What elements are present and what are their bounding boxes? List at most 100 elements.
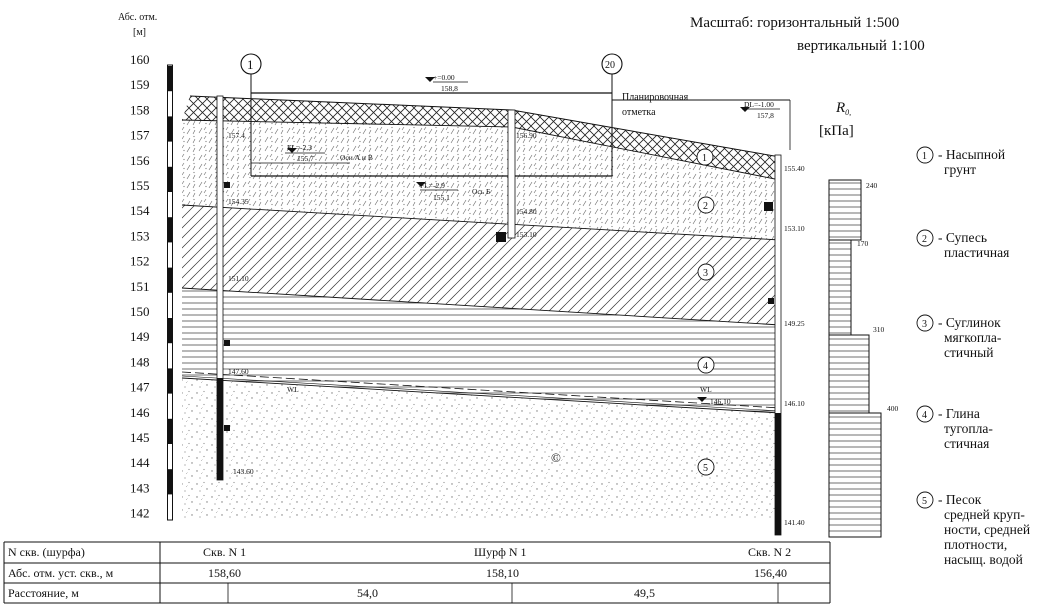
legend-text: - Супесь bbox=[938, 230, 987, 245]
layer-1-fill bbox=[182, 96, 780, 180]
axis-tick-label: 147 bbox=[130, 380, 150, 395]
r0-value-3: 310 bbox=[873, 325, 885, 334]
svg-text:153.10: 153.10 bbox=[516, 230, 537, 239]
legend-text: насыщ. водой bbox=[944, 552, 1023, 567]
svg-text:54,0: 54,0 bbox=[357, 586, 378, 600]
legend-marker bbox=[916, 405, 934, 423]
axis-tick-label: 156 bbox=[130, 153, 150, 168]
svg-text:158,60: 158,60 bbox=[208, 566, 241, 580]
scale-segment bbox=[167, 217, 173, 243]
legend-text: грунт bbox=[944, 162, 976, 177]
svg-text:143.60: 143.60 bbox=[233, 467, 254, 476]
scale-segment bbox=[167, 267, 173, 293]
scale-segment bbox=[167, 116, 173, 142]
copyright-sign-icon: © bbox=[551, 450, 561, 465]
layer-markers: 1 2 3 4 5 bbox=[696, 148, 715, 476]
zero-mark-top: +=0.00 bbox=[433, 73, 455, 82]
borehole-labels: 157.4 154.35 151.10 147.60 143.60 156.90… bbox=[228, 131, 805, 527]
layer-3-loam bbox=[182, 205, 780, 325]
legend-marker bbox=[916, 229, 934, 247]
svg-text:158,10: 158,10 bbox=[486, 566, 519, 580]
svg-text:Шурф N 1: Шурф N 1 bbox=[474, 545, 527, 559]
axis-tick-label: 146 bbox=[130, 405, 150, 420]
axis-title-line2: [м] bbox=[133, 27, 146, 38]
legend-number: 4 bbox=[922, 410, 927, 421]
r0-value-4: 400 bbox=[887, 404, 899, 413]
scale-segment bbox=[167, 166, 173, 192]
scale-segment bbox=[167, 66, 173, 92]
legend-number: 1 bbox=[922, 151, 927, 162]
r0-column bbox=[828, 179, 882, 538]
fl1-bottom: 155,7 bbox=[297, 154, 314, 163]
legend-marker bbox=[916, 314, 934, 332]
axis-tick-label: 144 bbox=[130, 455, 150, 470]
scale-segment bbox=[167, 469, 173, 495]
scale-segment bbox=[167, 368, 173, 394]
legend-text: стичная bbox=[944, 436, 989, 451]
legend-text: пластичная bbox=[944, 245, 1009, 260]
svg-text:1: 1 bbox=[702, 153, 707, 164]
svg-text:153.10: 153.10 bbox=[784, 224, 805, 233]
svg-text:3: 3 bbox=[703, 268, 708, 279]
svg-text:N скв. (шурфа): N скв. (шурфа) bbox=[8, 545, 85, 559]
scale-horizontal: Масштаб: горизонтальный 1:500 bbox=[690, 15, 899, 31]
legend-number: 3 bbox=[922, 319, 927, 330]
svg-text:4: 4 bbox=[703, 361, 708, 372]
svg-text:Скв. N 1: Скв. N 1 bbox=[203, 545, 246, 559]
svg-text:Абс. отм. уст. скв., м: Абс. отм. уст. скв., м bbox=[8, 566, 114, 580]
axis-tick-label: 151 bbox=[130, 279, 150, 294]
axis-tick-label: 154 bbox=[130, 203, 150, 218]
zero-mark-bottom: 158,8 bbox=[441, 84, 458, 93]
legend-number: 5 bbox=[922, 496, 927, 507]
axis-tick-label: 157 bbox=[130, 128, 150, 143]
fl1-note: Оси А и В bbox=[340, 153, 373, 162]
svg-text:156.90: 156.90 bbox=[516, 131, 537, 140]
legend-text: - Суглинок bbox=[938, 315, 1001, 330]
axis-tick-label: 143 bbox=[130, 480, 150, 495]
axis-tick-label: 158 bbox=[130, 102, 150, 117]
svg-text:49,5: 49,5 bbox=[634, 586, 655, 600]
fl2-note: Ось Б bbox=[472, 187, 490, 196]
wl-label-1: WL bbox=[287, 385, 299, 394]
axis-tick-label: 145 bbox=[130, 430, 150, 445]
legend-text: тугопла- bbox=[944, 421, 993, 436]
svg-text:155.40: 155.40 bbox=[784, 164, 805, 173]
legend-text: плотности, bbox=[944, 537, 1007, 552]
axis-tick-label: 142 bbox=[130, 506, 150, 521]
r0-value-2: 170 bbox=[857, 239, 869, 248]
wl-label-2: WL bbox=[700, 385, 712, 394]
axis-title-line1: Абс. отм. bbox=[118, 12, 157, 23]
layer-5-sand bbox=[182, 378, 780, 520]
axis-tick-labels: 1601591581571561551541531521511501491481… bbox=[130, 52, 150, 521]
planning-label-1: Планировочная bbox=[622, 92, 689, 103]
elevation-scale-bar bbox=[167, 64, 173, 521]
axis-tick-label: 159 bbox=[130, 77, 150, 92]
legend-text: стичный bbox=[944, 345, 993, 360]
legend-marker bbox=[916, 146, 934, 164]
axis-tick-label: 155 bbox=[130, 178, 150, 193]
borehole-2 bbox=[764, 154, 782, 536]
scale-segment bbox=[167, 318, 173, 344]
fl2-bottom: 155,1 bbox=[433, 193, 450, 202]
svg-text:1: 1 bbox=[247, 57, 254, 72]
svg-text:20: 20 bbox=[605, 60, 615, 71]
axis-tick-label: 148 bbox=[130, 354, 150, 369]
legend-text: мягкопла- bbox=[944, 330, 1002, 345]
svg-text:Расстояние, м: Расстояние, м bbox=[8, 586, 79, 600]
svg-text:2: 2 bbox=[703, 201, 708, 212]
svg-text:146.10: 146.10 bbox=[784, 399, 805, 408]
fl2-top: FL=-2,9 bbox=[420, 181, 445, 190]
legend-text: - Насыпной bbox=[938, 147, 1005, 162]
legend-text: - Песок bbox=[938, 492, 982, 507]
layer-4-clay bbox=[182, 288, 780, 413]
dl-mark-bottom: 157,8 bbox=[757, 111, 774, 120]
legend-marker bbox=[916, 491, 934, 509]
svg-text:157.4: 157.4 bbox=[228, 131, 245, 140]
svg-text:Скв. N 2: Скв. N 2 bbox=[748, 545, 791, 559]
legend-text: - Глина bbox=[938, 406, 980, 421]
svg-text:141.40: 141.40 bbox=[784, 518, 805, 527]
soil-layers bbox=[181, 95, 781, 520]
layer-2-sandy-loam bbox=[182, 120, 780, 240]
